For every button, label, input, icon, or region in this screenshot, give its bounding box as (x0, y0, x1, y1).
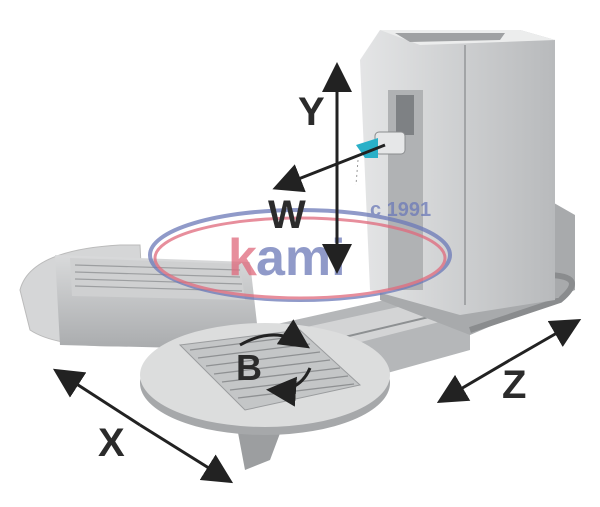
z-axis-arrow-b (509, 319, 582, 362)
axis-arrows (52, 62, 582, 484)
column (360, 30, 555, 315)
b-rotation-arrow-top (239, 319, 310, 349)
rotary-table (140, 323, 390, 435)
b-axis-label: B (236, 347, 262, 388)
svg-text:k: k (228, 229, 257, 287)
z-axis-arrow-a (436, 358, 511, 404)
z-axis-label: Z (502, 363, 526, 407)
svg-text:ami: ami (256, 229, 346, 287)
w-axis-label: W (268, 193, 306, 237)
b-rotation-arrow-bottom (266, 367, 312, 407)
spindle (355, 131, 406, 186)
w-axis-arrow (272, 143, 386, 193)
svg-text:c 1991: c 1991 (370, 199, 431, 221)
x-axis-arrow-a (52, 368, 141, 427)
x-axis-arrow-b (139, 423, 234, 484)
kami-watermark-logo: k ami c 1991 (148, 199, 452, 302)
y-axis-label: Y (298, 90, 325, 134)
x-axis-label: X (98, 421, 125, 465)
